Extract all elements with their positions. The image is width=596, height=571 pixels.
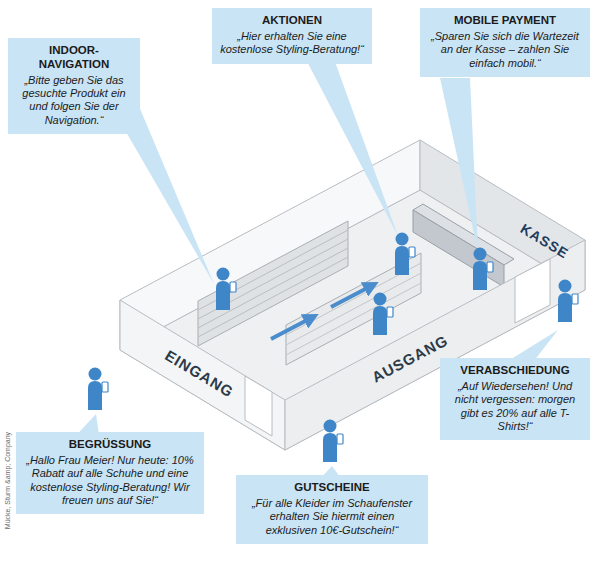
callout-box: AKTIONEN „Hier erhalten Sie eine kostenlo… — [212, 8, 372, 64]
callout-box: VERABSCHIEDUNG „Auf Wiedersehen! Und nich… — [440, 358, 590, 440]
callout-box: MOBILE PAYMENT „Sparen Sie sich die Warte… — [420, 8, 590, 77]
credit-text: Mücke, Sturm &amp; Company — [5, 431, 12, 528]
callout-heading: AKTIONEN — [219, 14, 365, 28]
callout-box: INDOOR-NAVIGATION„Bitte geben Sie das ge… — [8, 38, 140, 134]
callout-text: „Für alle Kleider im Schaufenster erhalt… — [243, 497, 421, 537]
callout-box: GUTSCHEINE „Für alle Kleider im Schaufens… — [236, 475, 428, 544]
callout-heading: VERABSCHIEDUNG — [447, 364, 583, 378]
callout-text: „Hallo Frau Meier! Nur heute: 10% Rabatt… — [23, 454, 197, 508]
callout-heading: BEGRÜSSUNG — [23, 438, 197, 452]
callout-heading: GUTSCHEINE — [243, 481, 421, 495]
callout-heading: INDOOR-NAVIGATION — [15, 44, 133, 72]
callout-text: „Auf Wiedersehen! Und nicht vergessen: m… — [447, 380, 583, 434]
callout-box: BEGRÜSSUNG „Hallo Frau Meier! Nur heute: … — [16, 432, 204, 514]
callout-text: „Bitte geben Sie das gesuchte Produkt ei… — [15, 74, 133, 128]
callout-text: „Hier erhalten Sie eine kostenlose Styli… — [219, 30, 365, 57]
callout-heading: MOBILE PAYMENT — [427, 14, 583, 28]
callout-text: „Sparen Sie sich die Wartezeit an der Ka… — [427, 30, 583, 70]
